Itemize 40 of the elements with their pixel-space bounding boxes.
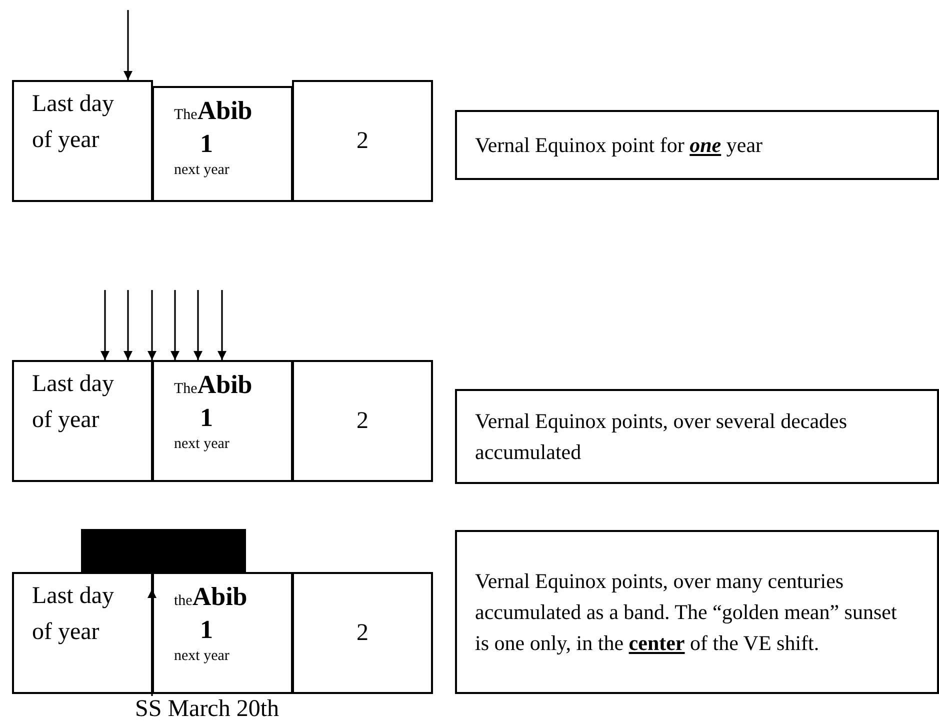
cell-text: 2 [356, 619, 368, 648]
arrow [218, 290, 226, 360]
arrow [124, 290, 132, 360]
day-cell [152, 360, 293, 482]
cell-text: 2 [356, 127, 368, 156]
note-box [455, 110, 939, 180]
note-text: Vernal Equinox point for one year [475, 132, 763, 158]
day-cell [292, 80, 433, 202]
day-cell [12, 572, 153, 694]
cell-text: theAbib [174, 582, 248, 613]
arrow [148, 290, 156, 360]
cell-text: TheAbib [174, 370, 252, 401]
day-cell [12, 360, 153, 482]
day-cell [152, 86, 293, 202]
day-cell [292, 572, 433, 694]
cell-text: 1 [200, 616, 213, 644]
cell-text: 2 [356, 407, 368, 436]
note-text: Vernal Equinox points, over many centuries accumulated as a band. The “golden mean” sunset is one only, in the center of the VE shift. [475, 568, 898, 656]
note-box [455, 530, 939, 694]
note-text: Vernal Equinox points, over several decades accumulated [475, 408, 848, 466]
cell-text: 1 [200, 130, 213, 158]
cell-text: next year [174, 435, 230, 454]
arrow [124, 10, 132, 80]
arrow [170, 290, 180, 360]
cell-text: next year [174, 647, 230, 666]
arrow [148, 589, 156, 696]
band-bar [81, 529, 246, 573]
date-label: SS March 20th [135, 694, 279, 724]
cell-text: Last day of year [32, 582, 114, 647]
cell-text: next year [174, 161, 230, 180]
cell-text: Last day of year [32, 370, 114, 435]
cell-text: TheAbib [174, 96, 252, 127]
arrow [100, 290, 110, 360]
day-cell [12, 80, 153, 202]
day-cell [292, 360, 433, 482]
cell-text: Last day of year [32, 90, 114, 155]
arrow [194, 290, 202, 360]
note-box [455, 389, 939, 484]
cell-text: 1 [200, 404, 213, 432]
day-cell [152, 572, 293, 694]
